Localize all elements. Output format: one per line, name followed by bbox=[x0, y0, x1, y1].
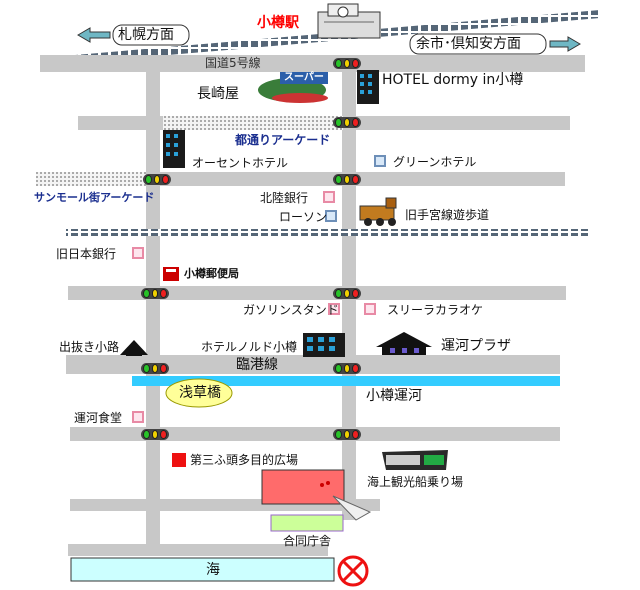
ocean-hotel-icon bbox=[163, 130, 185, 168]
post-office-icon bbox=[163, 267, 179, 281]
miyakodori-arcade-label: 都通りアーケード bbox=[235, 133, 331, 147]
three-la-label: スリーラカラオケ bbox=[387, 303, 484, 317]
godo-label: 合同庁舎 bbox=[283, 534, 332, 548]
pointer-icon bbox=[332, 495, 372, 521]
road-route5 bbox=[40, 55, 585, 72]
plaza-marker bbox=[172, 453, 186, 467]
canal bbox=[132, 376, 560, 386]
signal-sunmall bbox=[143, 174, 171, 185]
direction-right-label: 余市･倶知安方面 bbox=[416, 36, 521, 52]
hokuriku-bank-label: 北陸銀行 bbox=[260, 191, 309, 205]
signal-road4-left bbox=[141, 288, 169, 299]
signal-rinko-right bbox=[333, 363, 361, 374]
lawson-marker bbox=[325, 210, 337, 222]
unga-shokudo-marker bbox=[132, 411, 144, 423]
station-label: 小樽駅 bbox=[257, 15, 299, 31]
road-6 bbox=[70, 427, 560, 441]
asakusa-bridge-oval bbox=[165, 378, 233, 408]
unga-plaza-label: 運河プラザ bbox=[441, 338, 511, 354]
ocean-hotel-label: オーセントホテル bbox=[192, 156, 289, 170]
dormy-label: HOTEL dormy in小樽 bbox=[382, 72, 524, 88]
cruise-label: 海上観光船乗り場 bbox=[367, 475, 464, 489]
nagasakiya-building-icon bbox=[258, 72, 328, 103]
signal-road6-left bbox=[141, 429, 169, 440]
sunmall-arcade-label: サンモール街アーケード bbox=[34, 191, 155, 204]
arcade-miyakodori bbox=[163, 116, 343, 130]
super-sign-label: スーパー bbox=[284, 72, 324, 83]
sea-label: 海 bbox=[206, 562, 220, 578]
signal-road3-right bbox=[333, 174, 361, 185]
old-bank-japan-marker bbox=[132, 247, 144, 259]
rinko-label: 臨港線 bbox=[236, 357, 278, 373]
signal-rinko-left bbox=[141, 363, 169, 374]
godo-building bbox=[270, 514, 344, 532]
signal-road6-right bbox=[333, 429, 361, 440]
road-8 bbox=[68, 544, 328, 556]
dormy-hotel-icon bbox=[357, 70, 379, 104]
denuki-roof-icon bbox=[120, 340, 148, 356]
signal-route5-right bbox=[333, 58, 361, 69]
route5-label: 国道5号線 bbox=[205, 56, 261, 70]
old-temiya-label: 旧手宮線遊歩道 bbox=[405, 208, 490, 222]
unga-shokudo-label: 運河食堂 bbox=[74, 411, 123, 425]
sea-area bbox=[70, 557, 335, 582]
lawson-label: ローソン bbox=[279, 210, 328, 224]
gas-station-label: ガソリンスタンド bbox=[243, 303, 339, 317]
nagasakiya-label: 長崎屋 bbox=[197, 86, 239, 102]
road-rinko bbox=[66, 355, 560, 374]
asakusa-label: 浅草橋 bbox=[179, 385, 221, 401]
signal-miyakodori bbox=[333, 117, 361, 128]
locomotive-icon bbox=[359, 197, 397, 226]
old-bank-japan-label: 旧日本銀行 bbox=[56, 247, 117, 261]
signal-road4-right bbox=[333, 288, 361, 299]
arrow-right-icon bbox=[549, 36, 581, 52]
cruise-pier-icon bbox=[382, 450, 448, 470]
three-la-marker bbox=[364, 303, 376, 315]
plaza-label: 第三ふ頭多目的広場 bbox=[190, 453, 299, 467]
green-hotel-marker bbox=[374, 155, 386, 167]
yoichi-box bbox=[409, 33, 547, 55]
direction-left-label: 札幌方面 bbox=[118, 27, 174, 43]
denuki-label: 出抜き小路 bbox=[59, 340, 120, 354]
sapporo-box bbox=[112, 24, 190, 46]
unga-plaza-icon bbox=[376, 332, 432, 355]
arrow-left-icon bbox=[77, 27, 111, 43]
road-vertical-left bbox=[146, 68, 160, 548]
hotel-nord-icon bbox=[303, 333, 345, 357]
plaza-3rd-pier bbox=[261, 469, 345, 505]
road-4 bbox=[68, 286, 566, 300]
station-building-icon bbox=[317, 3, 381, 39]
hokuriku-bank-marker bbox=[323, 191, 335, 203]
rail-old-temiya bbox=[66, 229, 588, 236]
hotel-nord-label: ホテルノルド小樽 bbox=[201, 340, 298, 354]
arcade-sunmall bbox=[36, 172, 146, 186]
gas-station-marker bbox=[328, 303, 340, 315]
no-entry-icon bbox=[337, 555, 369, 587]
post-office-label: 小樽郵便局 bbox=[184, 267, 239, 280]
green-hotel-label: グリーンホテル bbox=[393, 155, 477, 169]
canal-label: 小樽運河 bbox=[366, 388, 422, 404]
